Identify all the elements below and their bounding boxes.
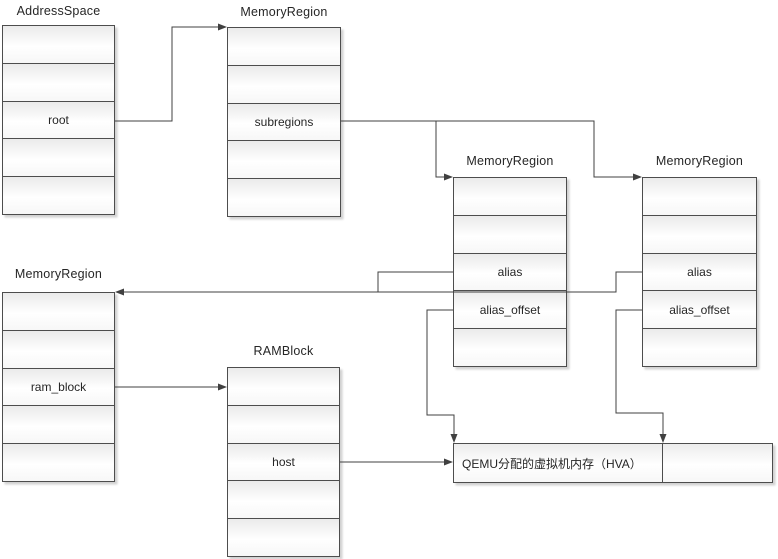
field-row — [3, 405, 114, 444]
hva-memory-box: QEMU分配的虚拟机内存（HVA） — [453, 443, 773, 483]
field-row — [3, 329, 114, 368]
line-alias-mid-join — [377, 271, 453, 292]
field-row — [228, 368, 339, 405]
hva-label-cell: QEMU分配的虚拟机内存（HVA） — [454, 444, 663, 482]
memoryregion-mid-title: MemoryRegion — [466, 154, 554, 168]
field-row-ram-block: ram_block — [3, 367, 114, 406]
field-row — [643, 214, 756, 253]
field-row-subregions: subregions — [228, 102, 340, 141]
field-row — [228, 140, 340, 179]
ramblock-title: RAMBlock — [253, 344, 314, 358]
addressspace-title: AddressSpace — [16, 4, 101, 18]
field-row — [228, 64, 340, 103]
memoryregion-top-title: MemoryRegion — [240, 5, 328, 19]
memoryregion-left-title: MemoryRegion — [14, 267, 103, 281]
field-row — [228, 28, 340, 65]
memoryregion-mid-box: alias alias_offset — [453, 177, 567, 367]
arrow-subregions-to-memoryregion-right — [341, 120, 642, 181]
field-row — [643, 328, 756, 366]
hva-empty-cell — [663, 444, 772, 482]
field-row-alias: alias — [454, 252, 566, 291]
arrow-root-to-memoryregion — [115, 23, 227, 122]
field-row — [454, 214, 566, 253]
field-row — [228, 404, 339, 443]
field-row — [228, 480, 339, 519]
field-row — [454, 178, 566, 215]
field-row — [454, 328, 566, 366]
field-row-alias-offset: alias_offset — [454, 290, 566, 329]
field-row — [228, 178, 340, 216]
field-row-alias-offset: alias_offset — [643, 290, 756, 329]
field-row — [3, 293, 114, 330]
ramblock-box: host — [227, 367, 340, 557]
field-row — [3, 26, 114, 63]
field-row — [3, 443, 114, 481]
arrow-host-to-hva — [340, 458, 453, 466]
field-row-host: host — [228, 442, 339, 481]
field-row — [3, 138, 114, 177]
field-row — [3, 62, 114, 101]
field-row — [3, 176, 114, 214]
field-row-alias: alias — [643, 252, 756, 291]
arrow-ramblock-field-to-ramblock — [115, 383, 227, 391]
arrow-subregions-to-memoryregion-mid — [435, 121, 453, 181]
memoryregion-right-box: alias alias_offset — [642, 177, 757, 367]
memoryregion-right-title: MemoryRegion — [655, 154, 744, 168]
field-row — [643, 178, 756, 215]
memoryregion-top-box: subregions — [227, 27, 341, 217]
field-row-root: root — [3, 100, 114, 139]
field-row — [228, 518, 339, 556]
addressspace-box: root — [2, 25, 115, 215]
memoryregion-left-box: ram_block — [2, 292, 115, 482]
